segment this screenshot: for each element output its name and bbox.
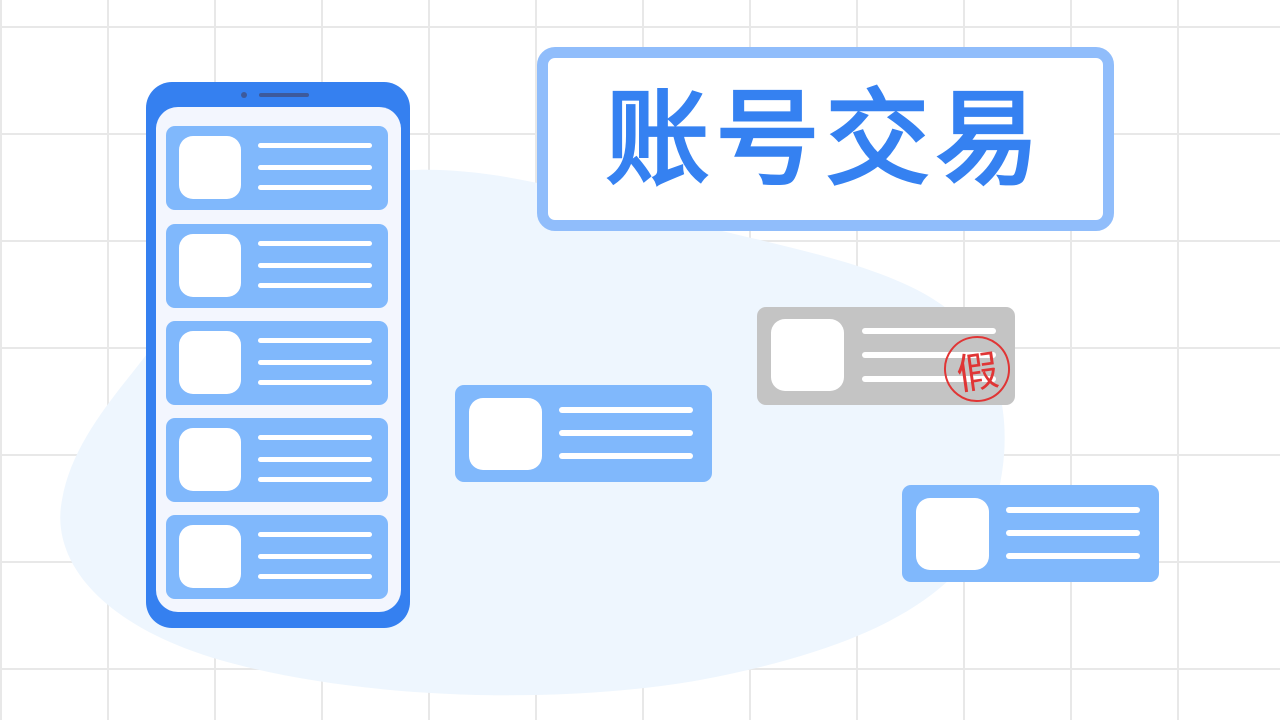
listing-text-line — [258, 185, 372, 190]
listing-thumbnail — [179, 525, 241, 588]
listing-text-line — [258, 360, 372, 365]
listing-text-line — [559, 430, 693, 436]
listing-text-line — [258, 554, 372, 559]
listing-text-line — [258, 283, 372, 288]
listing-thumbnail — [916, 498, 989, 570]
listing-text-line — [258, 457, 372, 462]
phone-listing-card-1 — [166, 126, 388, 210]
phone-camera — [241, 92, 247, 98]
listing-text-line — [258, 241, 372, 246]
phone-listing-card-4 — [166, 418, 388, 502]
listing-thumbnail — [469, 398, 542, 470]
listing-thumbnail — [179, 234, 241, 297]
listing-text-line — [258, 435, 372, 440]
listing-text-line — [258, 532, 372, 537]
floating-listing-card-fake — [757, 307, 1015, 405]
listing-text-line — [258, 477, 372, 482]
listing-text-line — [559, 453, 693, 459]
phone-listing-card-3 — [166, 321, 388, 405]
listing-text-line — [862, 352, 996, 358]
listing-thumbnail — [179, 136, 241, 199]
title-banner: 账号交易 — [537, 47, 1114, 231]
phone-speaker — [259, 93, 309, 97]
listing-text-line — [258, 574, 372, 579]
listing-text-line — [862, 328, 996, 334]
listing-text-line — [258, 143, 372, 148]
listing-text-line — [1006, 553, 1140, 559]
listing-thumbnail — [771, 319, 844, 391]
stamp-text: 假 — [953, 344, 1002, 400]
listing-thumbnail — [179, 428, 241, 491]
page-title: 账号交易 — [605, 78, 1046, 200]
floating-listing-card-2 — [902, 485, 1159, 582]
listing-text-line — [1006, 507, 1140, 513]
listing-text-line — [258, 338, 372, 343]
listing-text-line — [1006, 530, 1140, 536]
listing-text-line — [258, 165, 372, 170]
listing-thumbnail — [179, 331, 241, 394]
listing-text-line — [258, 263, 372, 268]
listing-text-line — [258, 380, 372, 385]
phone-listing-card-2 — [166, 224, 388, 308]
listing-text-line — [559, 407, 693, 413]
listing-text-line — [862, 376, 996, 382]
floating-listing-card-1 — [455, 385, 712, 482]
phone-listing-card-5 — [166, 515, 388, 599]
